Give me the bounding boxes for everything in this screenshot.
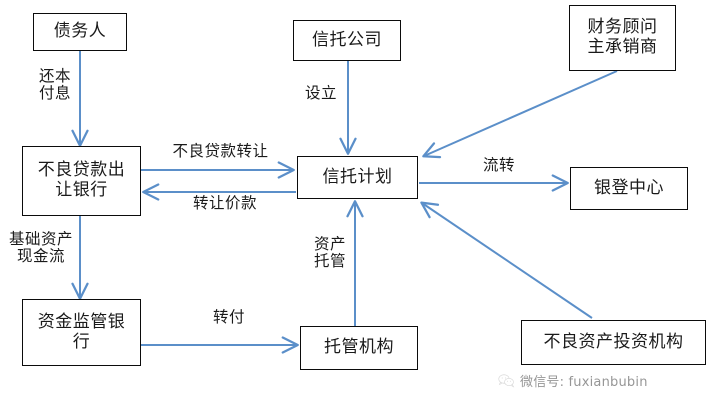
wechat-icon	[498, 374, 515, 388]
node-custodian[interactable]: 托管机构	[300, 326, 418, 370]
node-trust-company[interactable]: 信托公司	[293, 20, 401, 61]
watermark: 微信号: fuxianbubin	[498, 371, 648, 390]
edge-investor-to-plan	[420, 201, 593, 319]
node-debtor-label: 债务人	[53, 21, 107, 42]
edge-label-plan-to-bank: 转让价款	[192, 194, 257, 212]
edge-advisor-to-plan	[422, 70, 618, 159]
node-seller-bank-label: 不良贷款出 让银行	[37, 160, 126, 200]
edge-label-debtor-to-bank: 还本 付息	[38, 67, 71, 103]
node-custodian-label: 托管机构	[324, 337, 394, 358]
node-registry-label: 银登中心	[594, 177, 664, 198]
node-advisor-label: 财务顾问 主承销商	[587, 17, 658, 57]
node-investor[interactable]: 不良资产投资机构	[521, 320, 706, 365]
node-registry[interactable]: 银登中心	[570, 167, 688, 210]
node-trust-company-label: 信托公司	[312, 29, 382, 50]
edge-label-custodian-to-plan: 资产 托管	[313, 235, 346, 271]
node-trust-plan-label: 信托计划	[322, 166, 393, 187]
edge-label-bank-to-escrow: 基础资产 现金流	[8, 230, 73, 266]
node-escrow-bank-label: 资金监管银 行	[37, 311, 126, 352]
node-advisor[interactable]: 财务顾问 主承销商	[569, 5, 676, 71]
edge-label-escrow-to-custodian: 转付	[212, 308, 245, 326]
watermark-text: 微信号: fuxianbubin	[520, 375, 648, 390]
node-escrow-bank[interactable]: 资金监管银 行	[22, 299, 141, 366]
node-debtor[interactable]: 债务人	[33, 13, 127, 51]
edge-label-company-to-plan: 设立	[304, 84, 337, 102]
edge-label-plan-to-registry: 流转	[482, 156, 515, 174]
node-seller-bank[interactable]: 不良贷款出 让银行	[22, 146, 141, 216]
node-trust-plan[interactable]: 信托计划	[297, 156, 418, 199]
node-investor-label: 不良资产投资机构	[543, 331, 684, 352]
edge-label-bank-to-plan: 不良贷款转让	[172, 142, 269, 160]
